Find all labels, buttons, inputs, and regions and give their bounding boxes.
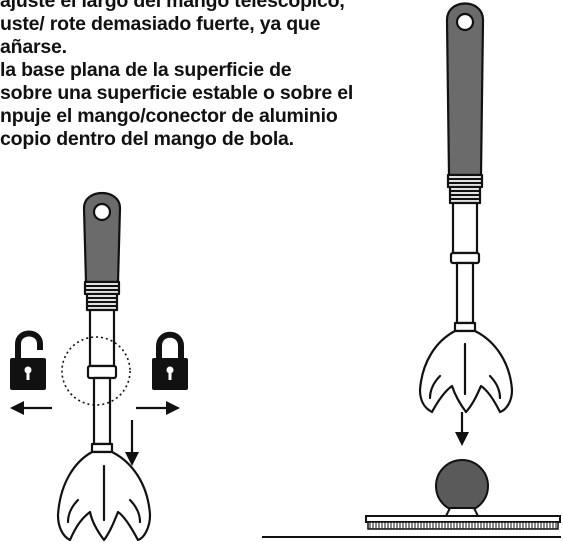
telescopic-handle-right xyxy=(418,2,514,414)
ball-mount-base xyxy=(365,459,561,530)
upper-tube xyxy=(451,201,479,255)
handle-grip xyxy=(82,192,122,284)
telescopic-handle-left xyxy=(56,192,152,542)
mount-ball xyxy=(435,459,489,513)
instruction-text: ajuste el largo del mango telescópico, u… xyxy=(0,0,420,151)
adjust-zone-indicator xyxy=(61,336,131,406)
arrow-down-icon xyxy=(455,412,469,446)
lower-tube xyxy=(455,261,475,325)
hang-hole xyxy=(92,202,112,222)
arrow-right-icon xyxy=(136,401,180,415)
base-pad xyxy=(367,521,559,530)
arrow-down-icon xyxy=(125,420,139,466)
instruction-line-4: la base plana de la superficie de xyxy=(0,59,292,81)
instruction-line-6: npuje el mango/conector de aluminio xyxy=(0,105,338,127)
lock-closed-icon xyxy=(152,331,188,390)
lock-closed-icon xyxy=(10,330,46,390)
hang-hole xyxy=(455,12,475,32)
ferrule-top xyxy=(83,280,121,296)
instruction-line-5: sobre una superficie estable o sobre el xyxy=(0,82,354,104)
ferrule-top xyxy=(446,173,484,189)
lock-collar xyxy=(449,251,481,265)
instruction-line-3: añarse. xyxy=(0,36,67,58)
ball-neck xyxy=(444,507,480,517)
instruction-line-1: ajuste el largo del mango telescópico, xyxy=(0,0,345,12)
base-plate xyxy=(365,515,561,523)
lower-tube xyxy=(92,376,112,446)
arrow-left-icon xyxy=(10,401,52,415)
lock-collar xyxy=(86,364,118,380)
handle-grip xyxy=(445,2,485,177)
instruction-line-2: uste/ rote demasiado fuerte, ya que xyxy=(0,13,321,35)
instruction-line-7: copio dentro del mango de bola. xyxy=(0,128,294,150)
